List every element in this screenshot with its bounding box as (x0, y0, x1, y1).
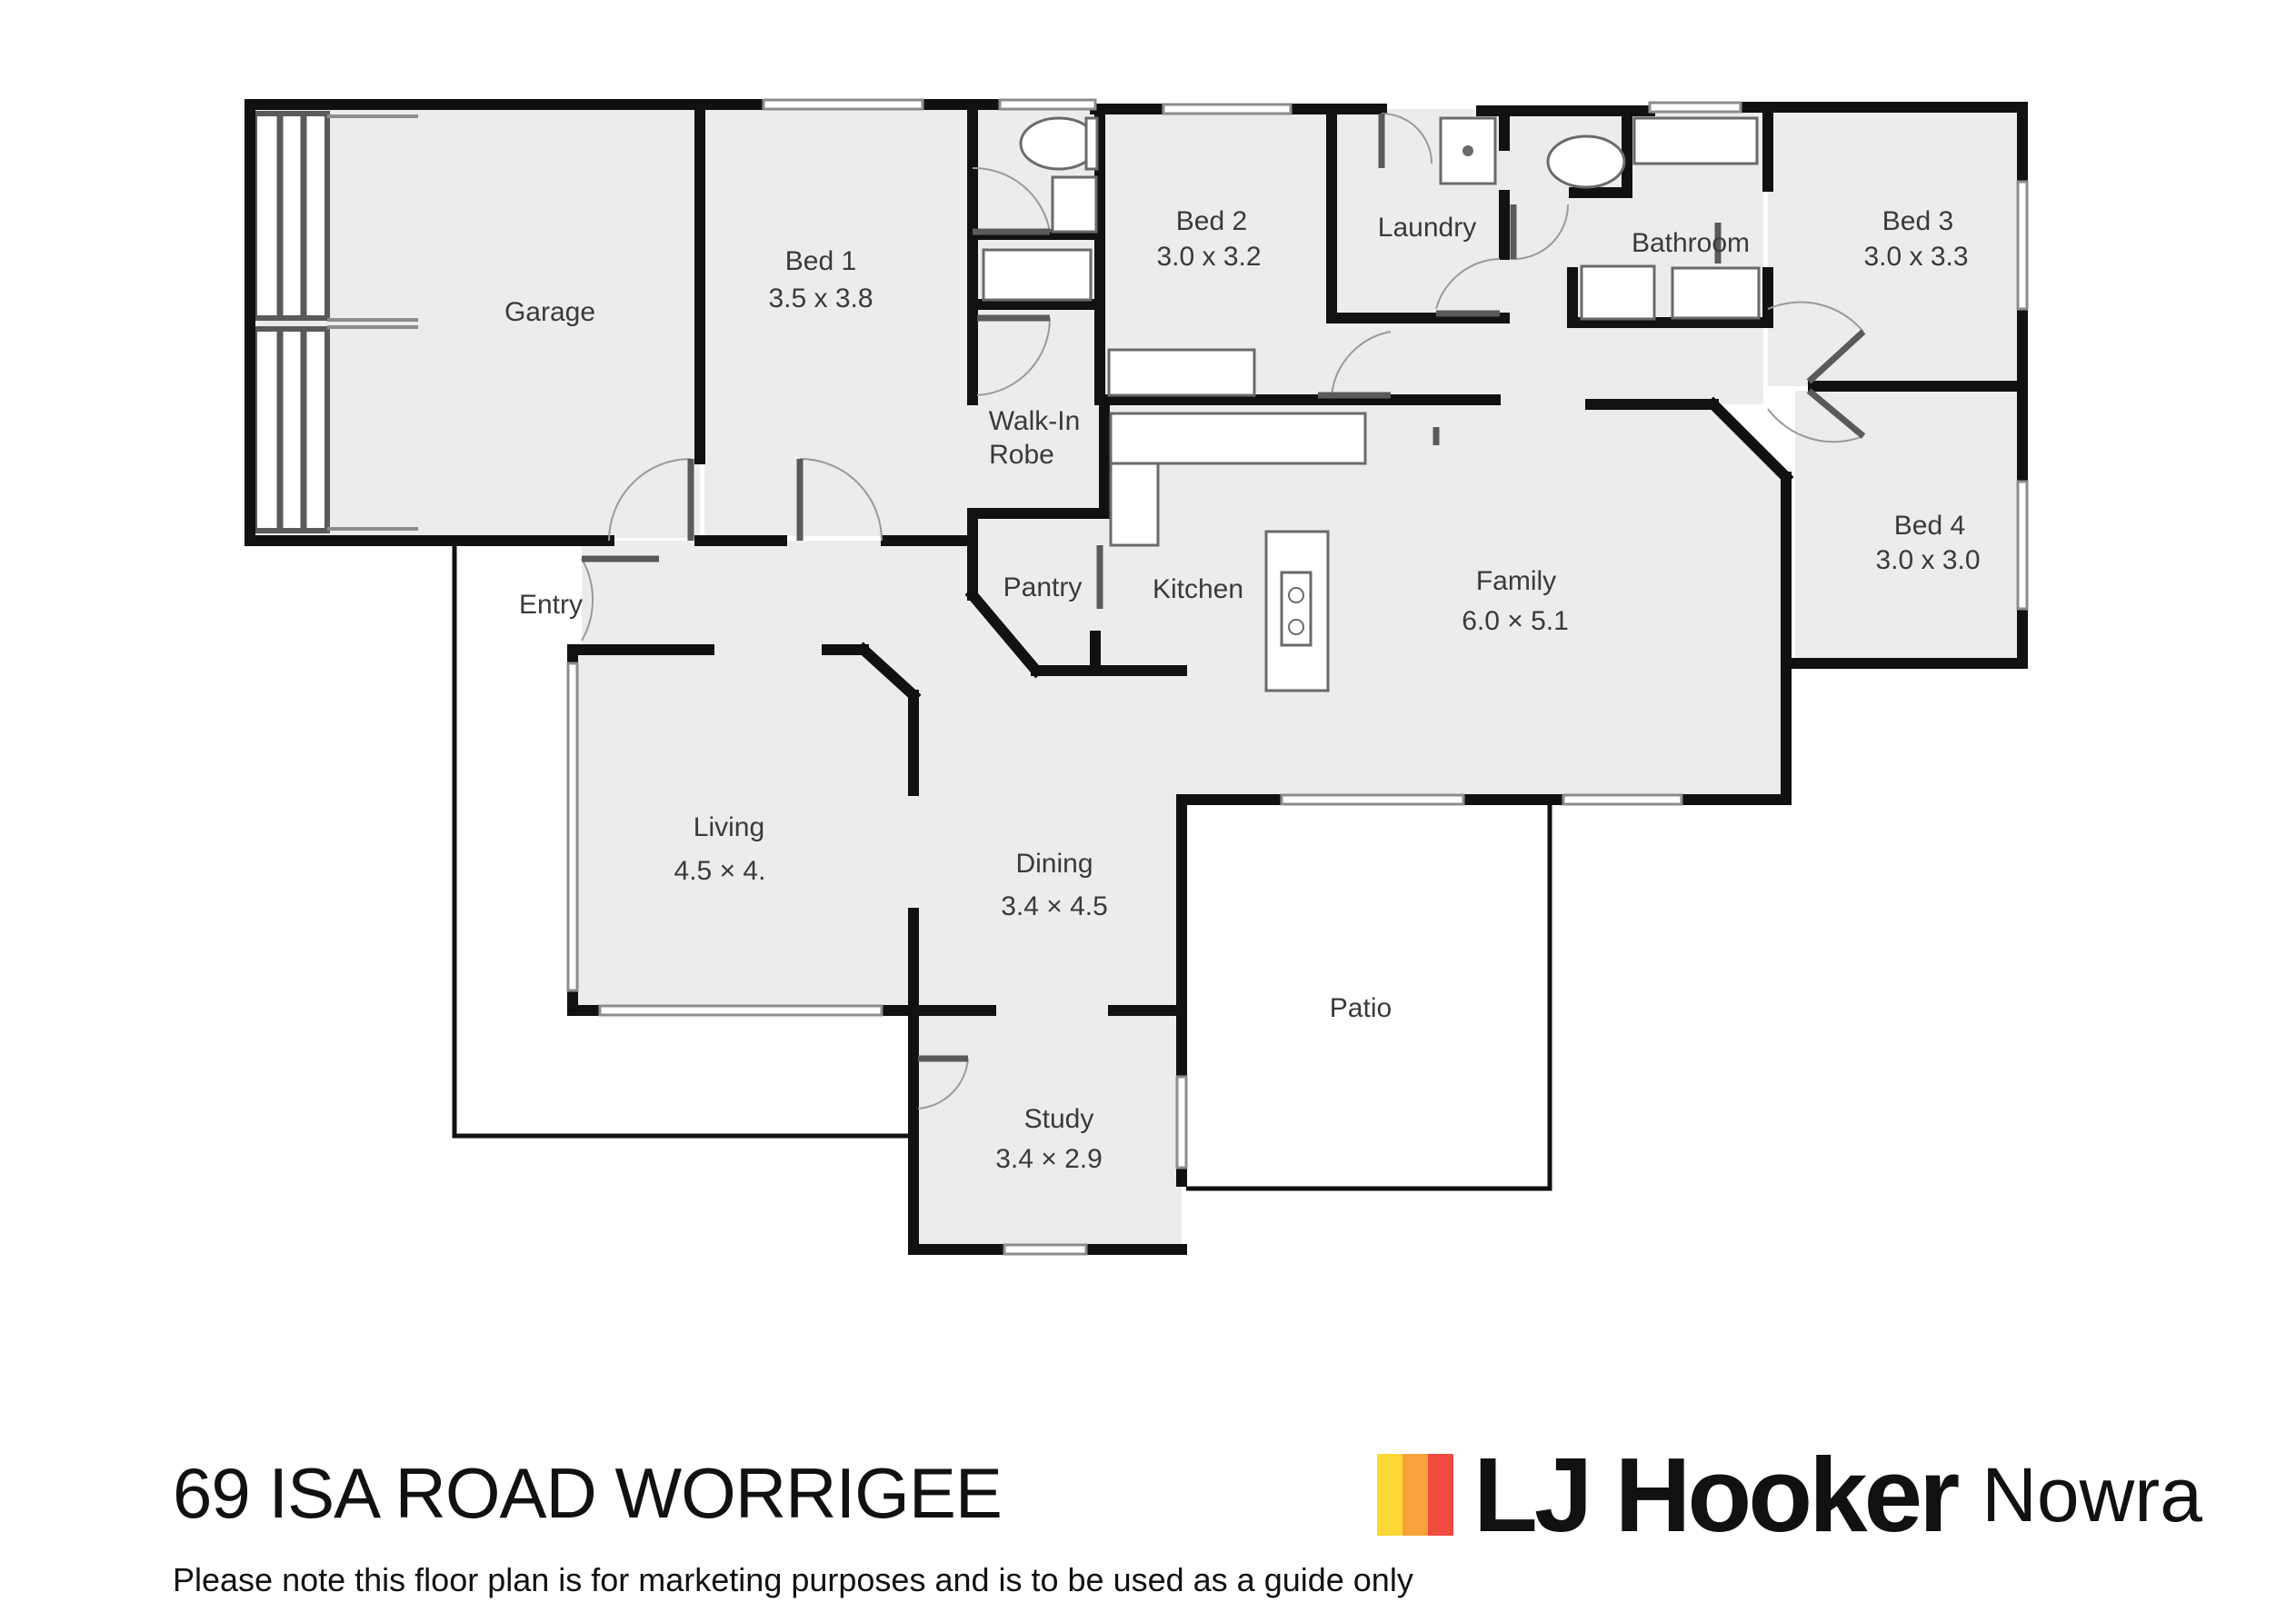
bed1-floor (704, 109, 973, 536)
door (976, 317, 1052, 396)
window (598, 1004, 883, 1017)
bed4-size: 3.0 x 3.0 (1875, 545, 1980, 575)
robe-shelf-icon (1107, 348, 1256, 397)
bed3-label: Bed 3 (1882, 206, 1953, 236)
door (1767, 408, 1864, 443)
room-labels: Garage Bed 1 3.5 x 3.8 Walk-In Robe Bed … (504, 206, 1981, 1174)
bed1-label: Bed 1 (785, 246, 856, 276)
pantry-label: Pantry (1003, 572, 1083, 602)
vanity-icon (1671, 266, 1761, 320)
window (1175, 1075, 1188, 1169)
family-floor (1104, 404, 1786, 795)
brand-stripe (1377, 1454, 1403, 1536)
door (972, 166, 1051, 233)
windows (566, 98, 2029, 1256)
disclaimer-note: Please note this floor plan is for marke… (173, 1561, 1413, 1598)
entry-floor (582, 541, 973, 654)
dining-size: 3.4 × 4.5 (1001, 891, 1108, 921)
bed3-floor (1768, 109, 2022, 386)
window (762, 98, 924, 111)
window (2016, 480, 2029, 611)
window (1003, 1243, 1088, 1256)
study-label: Study (1024, 1104, 1094, 1134)
walkin-label-2: Robe (989, 440, 1054, 470)
living-size: 4.5 × 4. (674, 856, 766, 886)
hall-floor (1104, 318, 1763, 404)
bathtub-icon (982, 248, 1093, 302)
entry-label: Entry (519, 590, 583, 620)
study-floor (913, 1010, 1182, 1249)
window (1162, 103, 1293, 115)
property-address: 69 ISA ROAD WORRIGEE (173, 1453, 1003, 1533)
walkin-floor (973, 313, 1100, 509)
bed4-floor (1795, 391, 2022, 659)
toilet-cistern-icon (1084, 116, 1099, 171)
garage-door-top (252, 111, 330, 321)
walkin-label: Walk-In (989, 406, 1081, 436)
door (1381, 113, 1433, 164)
door (1767, 301, 1864, 333)
door (608, 458, 692, 542)
door (1510, 204, 1570, 261)
brand-stripes-icon (1377, 1454, 1453, 1536)
kitchen-label: Kitchen (1153, 574, 1243, 604)
patio-label: Patio (1330, 993, 1392, 1023)
kitchen-bench-icon (1109, 462, 1160, 547)
garage-door-bottom (252, 326, 330, 533)
window (1280, 793, 1465, 806)
door (1435, 258, 1501, 310)
door (917, 1058, 969, 1110)
window (1562, 793, 1683, 806)
bed3-size: 3.0 x 3.3 (1863, 242, 1968, 272)
toilet-icon (1546, 134, 1626, 189)
laundry-label: Laundry (1378, 213, 1476, 243)
window (2016, 180, 2029, 311)
door (799, 458, 883, 542)
vanity-icon (1051, 175, 1098, 234)
bed2-size: 3.0 x 3.2 (1156, 242, 1261, 272)
shower-icon (1580, 264, 1656, 321)
brand-stripe (1428, 1454, 1453, 1536)
living-label: Living (694, 812, 764, 842)
fixtures (982, 116, 1761, 692)
brand-name: LJ Hooker (1473, 1436, 1960, 1554)
study-size: 3.4 × 2.9 (995, 1144, 1103, 1174)
brand-logo: LJ Hooker Nowra (1377, 1436, 2202, 1554)
family-label: Family (1476, 566, 1556, 596)
bed4-label: Bed 4 (1894, 511, 1965, 541)
floor-plan: Garage Bed 1 3.5 x 3.8 Walk-In Robe Bed … (245, 98, 2029, 1256)
window (1648, 101, 1742, 114)
garage-label: Garage (504, 297, 595, 327)
doors (581, 113, 1866, 1110)
family-size: 6.0 × 5.1 (1462, 606, 1569, 636)
garage-floor (250, 104, 700, 538)
site-outline (452, 545, 1552, 1191)
living-floor (577, 650, 918, 1010)
bed1-size: 3.5 x 3.8 (768, 284, 873, 313)
brand-office: Nowra (1982, 1451, 2202, 1537)
sink-icon (1280, 571, 1313, 647)
door (1331, 331, 1392, 396)
window (566, 662, 579, 992)
bathtub-icon (1632, 116, 1759, 165)
brand-stripe (1403, 1454, 1428, 1536)
window (998, 98, 1097, 111)
bathroom-label: Bathroom (1632, 228, 1750, 258)
door (581, 558, 594, 642)
bed2-label: Bed 2 (1176, 206, 1247, 236)
dining-label: Dining (1015, 849, 1093, 879)
kitchen-bench-icon (1109, 412, 1367, 465)
